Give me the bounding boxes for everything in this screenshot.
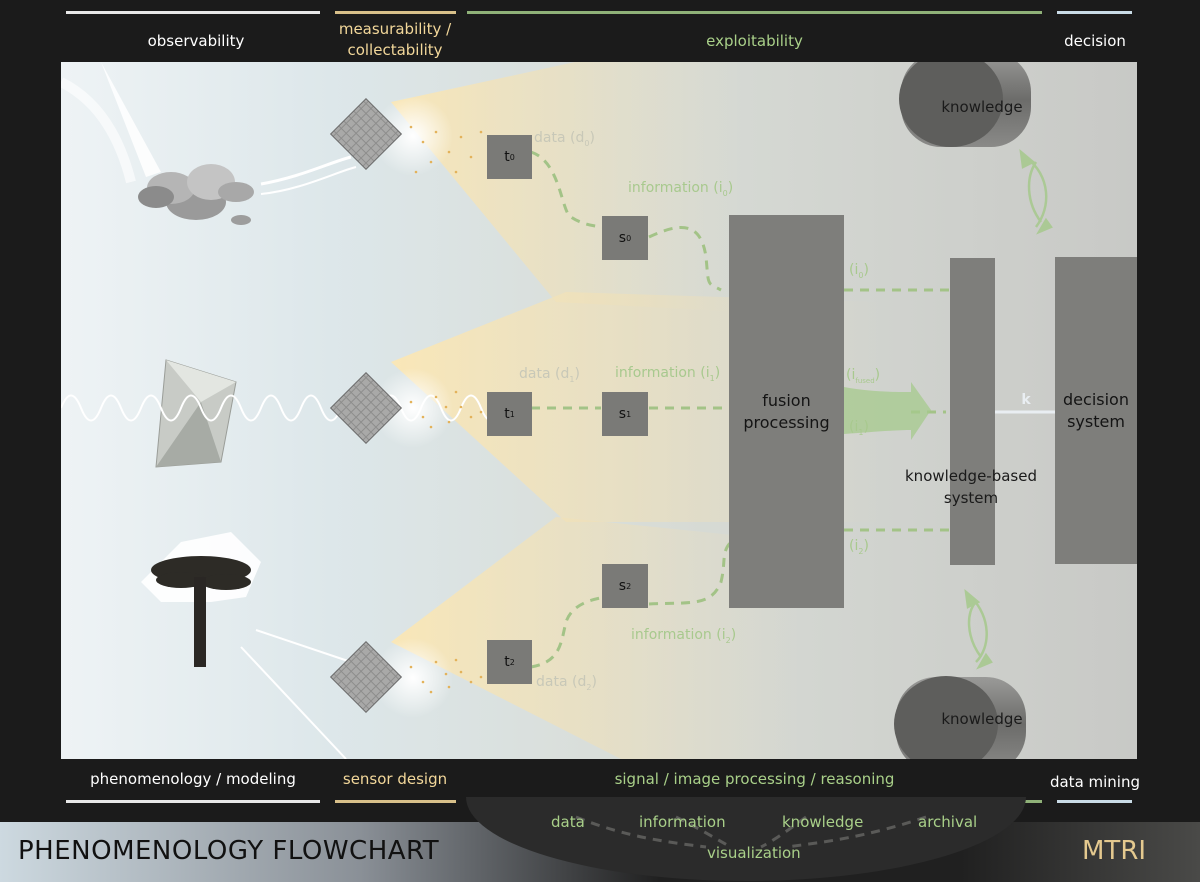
oval-information: information (639, 813, 726, 831)
knowledge-drum-bottom (894, 676, 1026, 759)
fused-arrow (844, 382, 931, 440)
oval-archival: archival (918, 813, 978, 831)
knowledge-drum-top (899, 62, 1031, 147)
kbs-label-line2: system (943, 489, 999, 507)
footer-brand: MTRI (1082, 836, 1147, 866)
sensor-bottom (329, 640, 403, 714)
label-data0: data (d0) (534, 130, 595, 148)
sensor-top (329, 97, 403, 171)
sensor-beam-bottom (391, 517, 801, 759)
tree-icon (141, 532, 261, 667)
label-data1: data (d1) (519, 366, 580, 384)
oval-visualization: visualization (707, 844, 801, 862)
top-bar-observability (66, 11, 320, 14)
wave (61, 394, 522, 422)
label-data2: data (d2) (536, 674, 597, 692)
stage-observability: observability (147, 32, 245, 50)
top-bar-decision (1057, 11, 1132, 14)
crystal-icon (155, 359, 237, 468)
knowledge-bottom-label: knowledge (941, 710, 1023, 728)
knowledge-based-system-box (950, 258, 995, 565)
stage-sensor-design: sensor design (342, 770, 448, 788)
label-ifused: (ifused) (846, 367, 881, 385)
sensor-beam-top (391, 62, 741, 312)
bottom-bar-data-mining (1057, 800, 1132, 803)
stage-measurability-line1: measurability / (338, 20, 452, 38)
stage-decision: decision (1064, 32, 1126, 50)
stage-signal-processing: signal / image processing / reasoning (614, 770, 895, 788)
knowledge-top-label: knowledge (941, 98, 1023, 116)
oval-connectors (575, 815, 927, 849)
knowledge-exchange-arrows (964, 148, 1053, 670)
stage-phenomenology-modeling: phenomenology / modeling (90, 770, 296, 788)
oval-knowledge: knowledge (782, 813, 864, 831)
label-info1: information (i1) (615, 365, 721, 383)
stage-measurability-line2: collectability (347, 41, 443, 59)
label-i2: (i2) (849, 538, 869, 556)
kbs-label-line1: knowledge-based (905, 467, 1037, 485)
sensor-middle (329, 371, 403, 445)
stage-exploitability: exploitability (706, 32, 803, 50)
label-i1: (i1) (849, 419, 869, 437)
k-label: k (1021, 392, 1031, 408)
label-info0: information (i0) (628, 180, 734, 198)
cloud-icon (138, 164, 254, 225)
bottom-bar-phenomenology (66, 800, 320, 803)
top-bar-measurability (335, 11, 456, 14)
oval-data: data (551, 813, 585, 831)
footer-title: PHENOMENOLOGY FLOWCHART (18, 836, 440, 866)
label-info2: information (i2) (631, 627, 737, 645)
bottom-bar-sensor (335, 800, 456, 803)
label-i0: (i0) (849, 262, 869, 280)
photon-dots (409, 125, 483, 694)
top-bar-exploitability (467, 11, 1042, 14)
stage-data-mining: data mining (1049, 773, 1141, 791)
